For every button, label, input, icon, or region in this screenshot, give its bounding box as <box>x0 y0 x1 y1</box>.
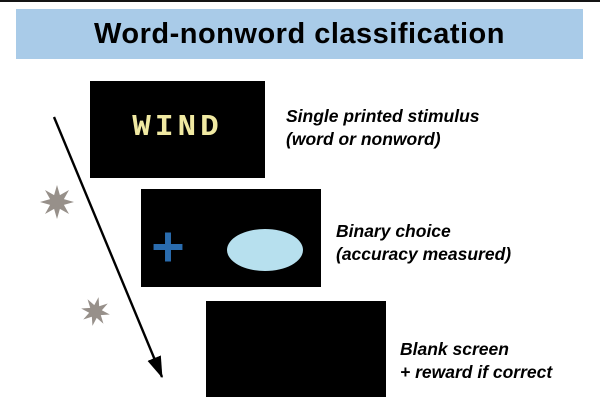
caption-line: (accuracy measured) <box>336 244 512 264</box>
title-banner: Word-nonword classification <box>16 9 583 59</box>
caption-line: + reward if correct <box>400 362 553 382</box>
starburst-icon <box>81 297 110 326</box>
caption-line: (word or nonword) <box>286 129 441 149</box>
caption-blank: Blank screen + reward if correct <box>400 338 552 384</box>
fixation-cross-icon <box>153 232 183 262</box>
caption-line: Single printed stimulus <box>286 106 480 126</box>
stimulus-screen: WIND <box>90 81 265 178</box>
caption-line: Blank screen <box>400 339 509 359</box>
caption-choice: Binary choice (accuracy measured) <box>336 220 511 266</box>
caption-line: Binary choice <box>336 221 451 241</box>
stimulus-word: WIND <box>132 110 223 145</box>
caption-stimulus: Single printed stimulus (word or nonword… <box>286 105 480 151</box>
page-title: Word-nonword classification <box>94 17 505 50</box>
response-ellipse <box>227 229 303 271</box>
choice-screen <box>141 189 321 287</box>
timeline-arrow-icon <box>52 116 164 379</box>
blank-screen <box>206 301 386 397</box>
starburst-icon <box>40 185 74 219</box>
